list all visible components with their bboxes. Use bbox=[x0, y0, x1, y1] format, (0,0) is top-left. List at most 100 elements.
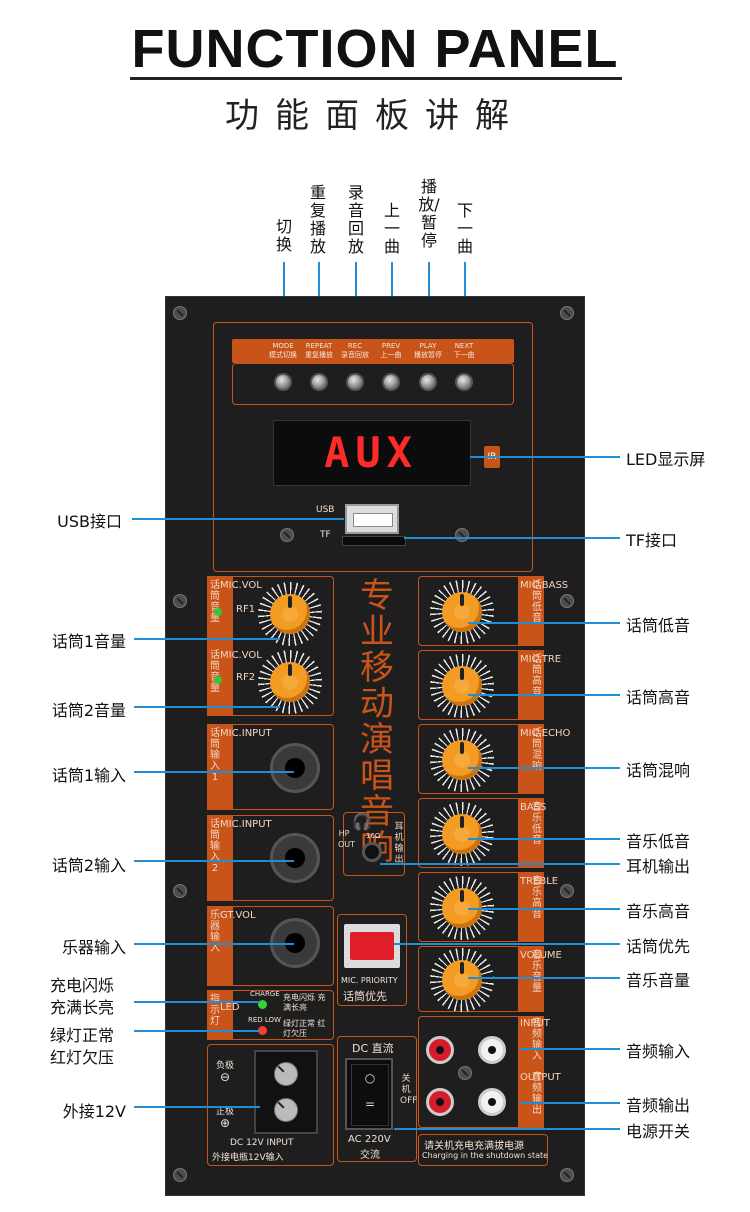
mic1-input-en: MIC.INPUT bbox=[220, 728, 272, 739]
label-dc12: 外接12V bbox=[62, 1102, 126, 1121]
usb-port[interactable] bbox=[345, 504, 399, 534]
rocker: ○ = bbox=[351, 1064, 389, 1126]
screw-icon bbox=[458, 1066, 472, 1080]
instrument-input-en: GT.VOL bbox=[220, 910, 256, 921]
mic2-vol-en: MIC.VOL bbox=[220, 650, 262, 661]
screw-icon bbox=[173, 306, 187, 320]
hp-out-en: HP OUT bbox=[338, 829, 356, 849]
led-indicator-cn: 指示灯 bbox=[210, 994, 220, 1027]
top-label-repeat: 重复播放 bbox=[309, 183, 326, 256]
plus-icon: ⊕ bbox=[220, 1116, 231, 1130]
rec-button[interactable] bbox=[346, 373, 364, 391]
top-label-play: 播放/暂停 bbox=[418, 177, 440, 250]
rca-strip bbox=[518, 1016, 544, 1128]
label-instrument-in: 乐器输入 bbox=[61, 938, 126, 957]
mode-button[interactable] bbox=[274, 373, 292, 391]
power-off-label: 关机OFF bbox=[400, 1074, 418, 1106]
redlow-cn: 绿灯正常 红灯欠压 bbox=[283, 1019, 326, 1038]
top-label-rec: 录音回放 bbox=[347, 183, 364, 256]
charging-note-cn: 请关机充电充满拔电源 bbox=[424, 1141, 524, 1152]
instrument-input-strip bbox=[207, 906, 233, 986]
switch-off-symbol: ○ bbox=[364, 1071, 376, 1085]
label-usb: USB接口 bbox=[57, 512, 122, 531]
mic2-input-jack[interactable] bbox=[270, 833, 320, 883]
charge-label: CHARGE bbox=[250, 990, 280, 998]
mic1-input-strip bbox=[207, 724, 233, 810]
mic2-input-en: MIC.INPUT bbox=[220, 819, 272, 830]
audio-in-left-jack[interactable] bbox=[426, 1036, 454, 1064]
power-switch[interactable]: ○ = bbox=[345, 1058, 393, 1130]
connector-usb bbox=[132, 518, 344, 520]
music-bass-knob[interactable] bbox=[442, 814, 482, 854]
label-tf: TF接口 bbox=[626, 531, 677, 550]
dc12-terminal[interactable] bbox=[254, 1050, 318, 1134]
connector-dc12 bbox=[134, 1106, 260, 1108]
connector-music-treble bbox=[468, 908, 620, 910]
label-mic-priority: 话筒优先 bbox=[626, 937, 691, 956]
audio-input-cn: 音频输入 bbox=[532, 1018, 542, 1062]
label-charge-1: 充电闪烁 bbox=[50, 976, 115, 995]
button-row-frame bbox=[232, 363, 514, 405]
instrument-input-cn: 乐器输入 bbox=[210, 910, 220, 954]
pos-label: 正极 bbox=[216, 1107, 235, 1117]
terminal-screw-icon bbox=[274, 1062, 298, 1086]
mic-echo-en: MIC.ECHO bbox=[520, 728, 570, 739]
label-power: 电源开关 bbox=[626, 1122, 691, 1141]
mic-bass-cn: 话筒低音 bbox=[532, 580, 542, 624]
screw-icon bbox=[560, 594, 574, 608]
mic-priority-switch[interactable] bbox=[350, 932, 394, 960]
mic-treble-cn: 话筒高音 bbox=[532, 654, 542, 698]
screw-icon bbox=[455, 528, 469, 542]
repeat-button[interactable] bbox=[310, 373, 328, 391]
hp-out-frame bbox=[343, 812, 405, 876]
connector-mic2-vol bbox=[134, 706, 280, 708]
connector-audio-out bbox=[520, 1102, 620, 1104]
screw-icon bbox=[560, 884, 574, 898]
play-pause-button[interactable] bbox=[419, 373, 437, 391]
screw-icon bbox=[173, 884, 187, 898]
title-underline bbox=[130, 77, 622, 80]
dc12-input-cn: 外接电瓶12V输入 bbox=[212, 1153, 284, 1163]
connector-mic1-vol bbox=[134, 638, 280, 640]
redlow-label: RED LOW bbox=[248, 1016, 281, 1024]
music-volume-knob[interactable] bbox=[442, 960, 482, 1000]
mic-bass-knob[interactable] bbox=[442, 592, 482, 632]
audio-in-right-jack[interactable] bbox=[478, 1036, 506, 1064]
mic-treble-knob[interactable] bbox=[442, 666, 482, 706]
mic-echo-knob[interactable] bbox=[442, 740, 482, 780]
next-button[interactable] bbox=[455, 373, 473, 391]
label-mic-bass: 话筒低音 bbox=[626, 616, 691, 635]
minus-icon: ⊖ bbox=[220, 1070, 231, 1084]
mic-bass-strip bbox=[518, 576, 544, 646]
led-display-text: AUX bbox=[324, 428, 418, 477]
terminal-screw-icon bbox=[274, 1098, 298, 1122]
led-display bbox=[273, 420, 471, 486]
usb-port-slot bbox=[353, 513, 393, 527]
headphone-jack[interactable] bbox=[362, 842, 382, 862]
prev-button[interactable] bbox=[382, 373, 400, 391]
audio-out-right-jack[interactable] bbox=[478, 1088, 506, 1116]
audio-out-left-jack[interactable] bbox=[426, 1088, 454, 1116]
mic1-input-cn: 话筒输入1 bbox=[210, 728, 220, 783]
mic-priority-en: MIC. PRIORITY bbox=[341, 976, 398, 985]
mic-priority-frame bbox=[337, 914, 407, 1006]
connector-audio-in bbox=[520, 1048, 620, 1050]
rf2-indicator bbox=[214, 676, 222, 684]
dc12-frame bbox=[207, 1044, 334, 1166]
mic2-vol-knob[interactable] bbox=[270, 662, 310, 702]
tf-slot[interactable] bbox=[342, 536, 406, 546]
mic1-input-jack[interactable] bbox=[270, 743, 320, 793]
music-treble-strip bbox=[518, 872, 544, 942]
label-mic2-in: 话筒2输入 bbox=[51, 856, 126, 875]
mic1-vol-knob[interactable] bbox=[270, 594, 310, 634]
switch-on-symbol: = bbox=[364, 1097, 376, 1111]
mic-echo-strip bbox=[518, 724, 544, 794]
usb-panel-label: USB bbox=[316, 505, 335, 515]
connector-music-bass bbox=[468, 838, 620, 840]
screw-icon bbox=[173, 1168, 187, 1182]
top-label-mode: 切换 bbox=[275, 217, 292, 254]
